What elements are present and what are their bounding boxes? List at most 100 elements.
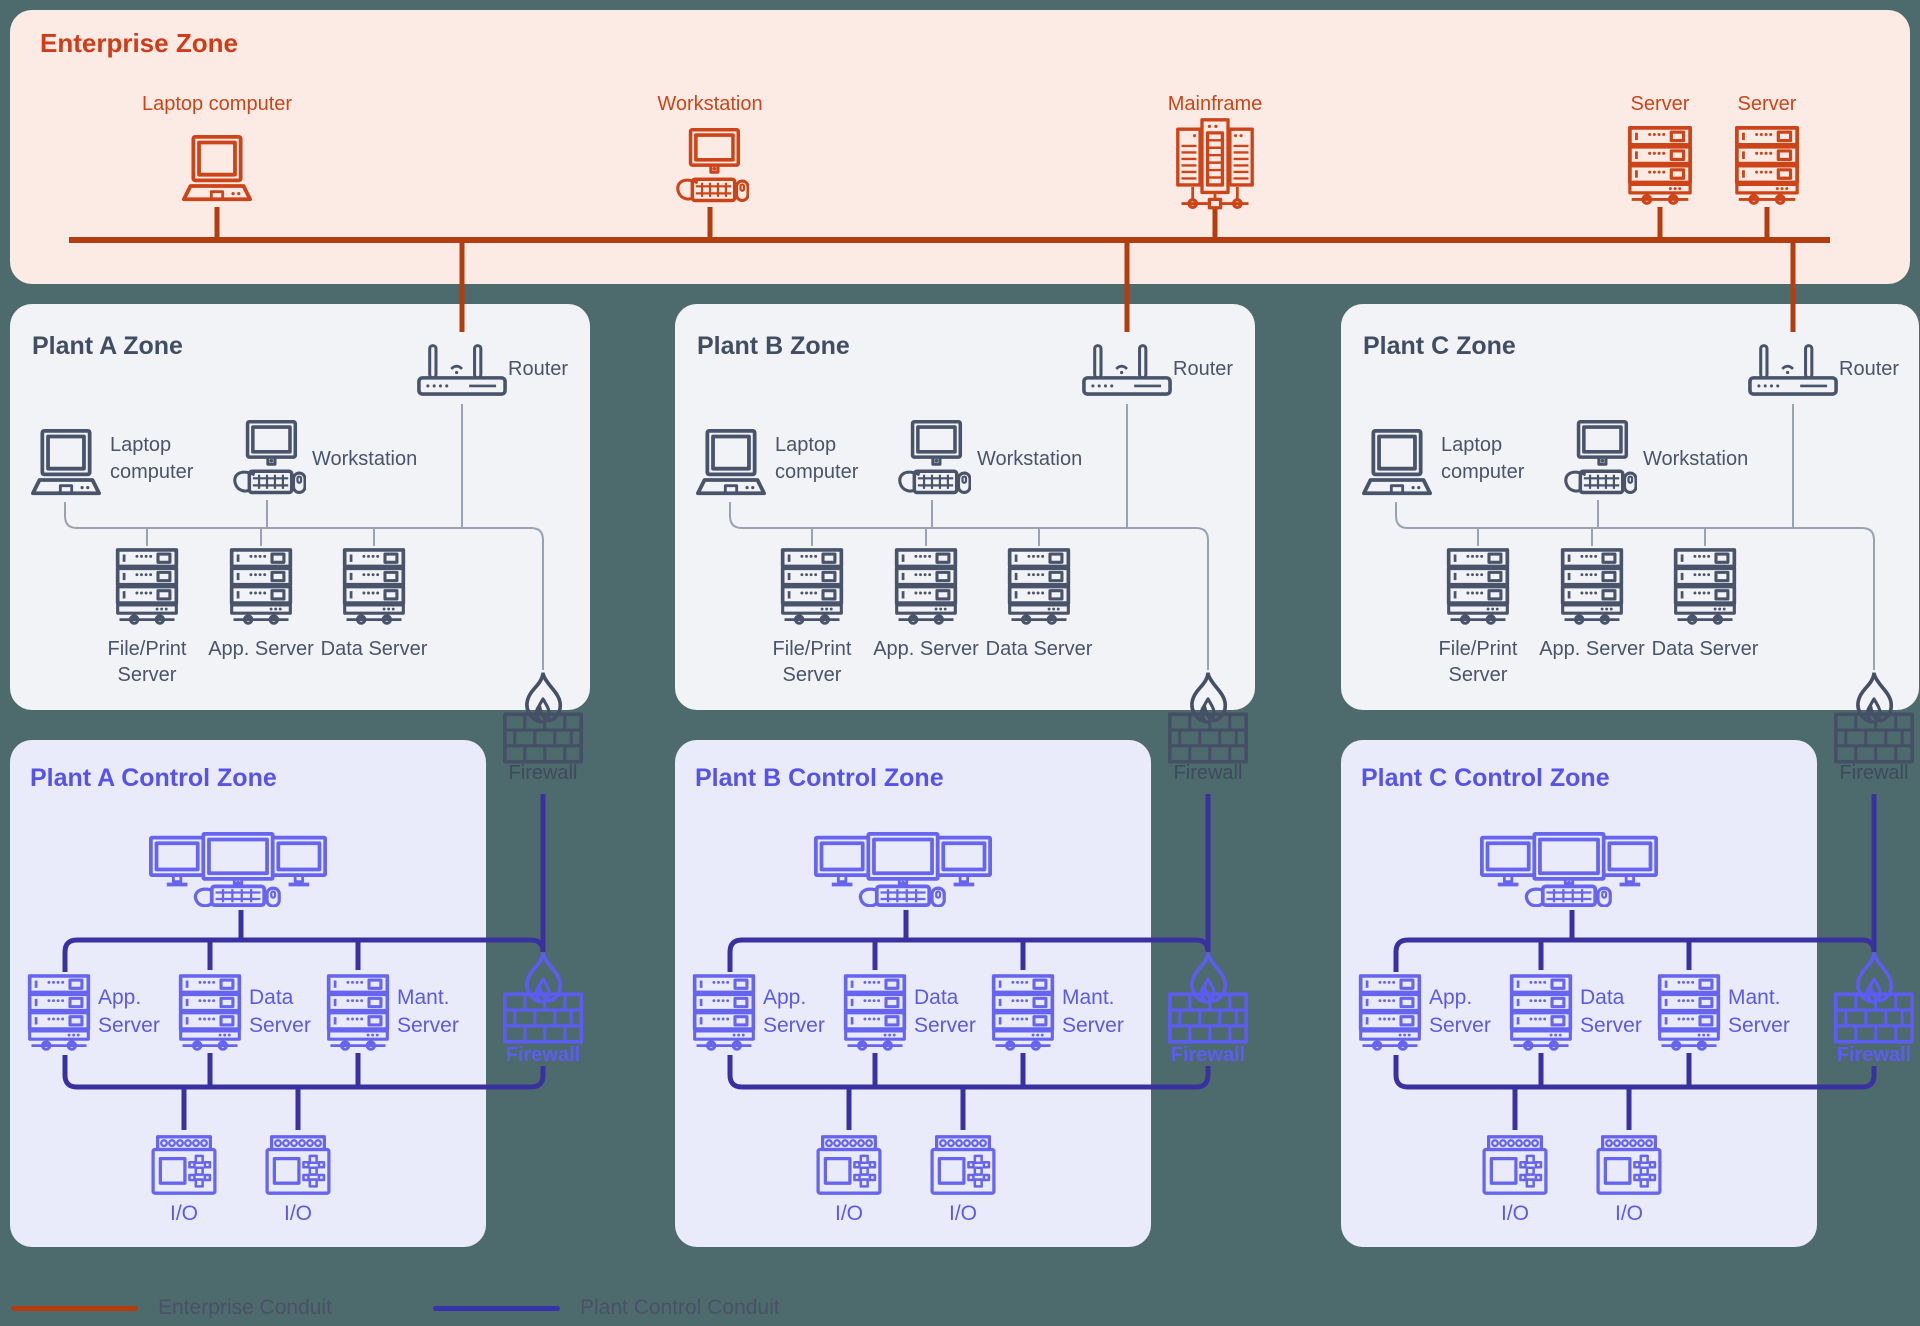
router-label: Router (1173, 358, 1234, 380)
io-icon (1482, 1135, 1548, 1195)
io-icon (816, 1135, 882, 1195)
plant-c-zone-title: Plant C Zone (1363, 332, 1516, 360)
plant-a-control-zone-title: Plant A Control Zone (30, 764, 277, 792)
server-icon (1626, 126, 1694, 207)
server-icon (177, 974, 243, 1053)
router-label: Router (508, 358, 569, 380)
server-label: Data Server (985, 638, 1093, 660)
server-icon (26, 974, 92, 1053)
control-workstation-icon (1480, 832, 1658, 907)
control-workstation-icon (149, 832, 327, 907)
laptop-label: Laptop computer (775, 434, 859, 483)
server-icon (691, 974, 757, 1053)
server-label: Data Server (914, 986, 976, 1037)
server-icon (842, 974, 908, 1053)
server-icon (1357, 974, 1423, 1053)
server-icon (1006, 548, 1072, 627)
workstation-icon (671, 128, 749, 204)
server-label: File/Print Server (107, 638, 187, 686)
firewall-icon (503, 672, 583, 764)
firewall-label: Firewall (1173, 762, 1243, 784)
router-icon (1748, 342, 1838, 403)
laptop-label: Laptop computer (1441, 434, 1525, 483)
server-icon (893, 548, 959, 627)
firewall-label: Firewall (1170, 1044, 1246, 1066)
server-icon (1508, 974, 1574, 1053)
firewall-icon (1168, 952, 1248, 1044)
device-label: Workstation (657, 93, 763, 115)
server-icon (779, 548, 845, 627)
firewall-label: Firewall (1839, 762, 1909, 784)
io-icon (265, 1135, 331, 1195)
router-label: Router (1839, 358, 1900, 380)
device-label: Server (1630, 93, 1690, 115)
io-icon (151, 1135, 217, 1195)
firewall-icon (503, 952, 583, 1044)
workstation-icon (893, 420, 971, 496)
server-label: Mant. Server (1062, 986, 1124, 1037)
server-icon (114, 548, 180, 627)
firewall-icon (1834, 672, 1914, 764)
server-label: App. Server (98, 986, 160, 1037)
plant-control-conduit-swatch (433, 1306, 560, 1311)
enterprise-conduit-label: Enterprise Conduit (158, 1296, 332, 1319)
io-label: I/O (834, 1202, 864, 1225)
io-icon (930, 1135, 996, 1195)
server-icon (1559, 548, 1625, 627)
laptop-icon (1359, 428, 1435, 498)
server-label: App. Server (763, 986, 825, 1037)
router-icon (1082, 342, 1172, 403)
control-workstation-icon (814, 832, 992, 907)
plant-control-conduit-label: Plant Control Conduit (580, 1296, 780, 1319)
plant-c-control-zone-title: Plant C Control Zone (1361, 764, 1610, 792)
laptop-label: Laptop computer (110, 434, 194, 483)
plant-b-control-zone-title: Plant B Control Zone (695, 764, 944, 792)
device-label: Mainframe (1167, 93, 1263, 115)
io-label: I/O (283, 1202, 313, 1225)
server-label: Mant. Server (1728, 986, 1790, 1037)
server-icon (1445, 548, 1511, 627)
io-label: I/O (169, 1202, 199, 1225)
server-label: App. Server (1429, 986, 1491, 1037)
server-label: Data Server (1580, 986, 1642, 1037)
server-label: App. Server (208, 638, 314, 660)
server-label: Data Server (1651, 638, 1759, 660)
workstation-icon (1559, 420, 1637, 496)
device-label: Laptop computer (141, 93, 293, 115)
workstation-label: Workstation (312, 448, 418, 470)
server-label: File/Print Server (772, 638, 852, 686)
server-label: App. Server (873, 638, 979, 660)
plant-b-zone-title: Plant B Zone (697, 332, 850, 360)
io-label: I/O (948, 1202, 978, 1225)
plant-a-zone-title: Plant A Zone (32, 332, 183, 360)
workstation-icon (228, 420, 306, 496)
server-label: Mant. Server (397, 986, 459, 1037)
server-icon (228, 548, 294, 627)
laptop-icon (28, 428, 104, 498)
firewall-icon (1168, 672, 1248, 764)
firewall-label: Firewall (508, 762, 578, 784)
server-label: File/Print Server (1438, 638, 1518, 686)
server-label: App. Server (1539, 638, 1645, 660)
mainframe-icon (1174, 118, 1256, 211)
enterprise-conduit-swatch (11, 1306, 138, 1311)
firewall-label: Firewall (1836, 1044, 1912, 1066)
router-icon (417, 342, 507, 403)
laptop-icon (179, 134, 255, 204)
device-label: Server (1737, 93, 1797, 115)
enterprise-zone-title: Enterprise Zone (40, 28, 238, 58)
server-icon (341, 548, 407, 627)
server-icon (1672, 548, 1738, 627)
io-icon (1596, 1135, 1662, 1195)
firewall-icon (1834, 952, 1914, 1044)
io-label: I/O (1500, 1202, 1530, 1225)
plant-a-control-zone: Plant A Control Zone (10, 740, 486, 1247)
workstation-label: Workstation (1643, 448, 1749, 470)
server-label: Data Server (320, 638, 428, 660)
workstation-label: Workstation (977, 448, 1083, 470)
server-icon (1733, 126, 1801, 207)
server-label: Data Server (249, 986, 311, 1037)
laptop-icon (693, 428, 769, 498)
enterprise-zone: Enterprise Zone (10, 10, 1910, 284)
io-label: I/O (1614, 1202, 1644, 1225)
